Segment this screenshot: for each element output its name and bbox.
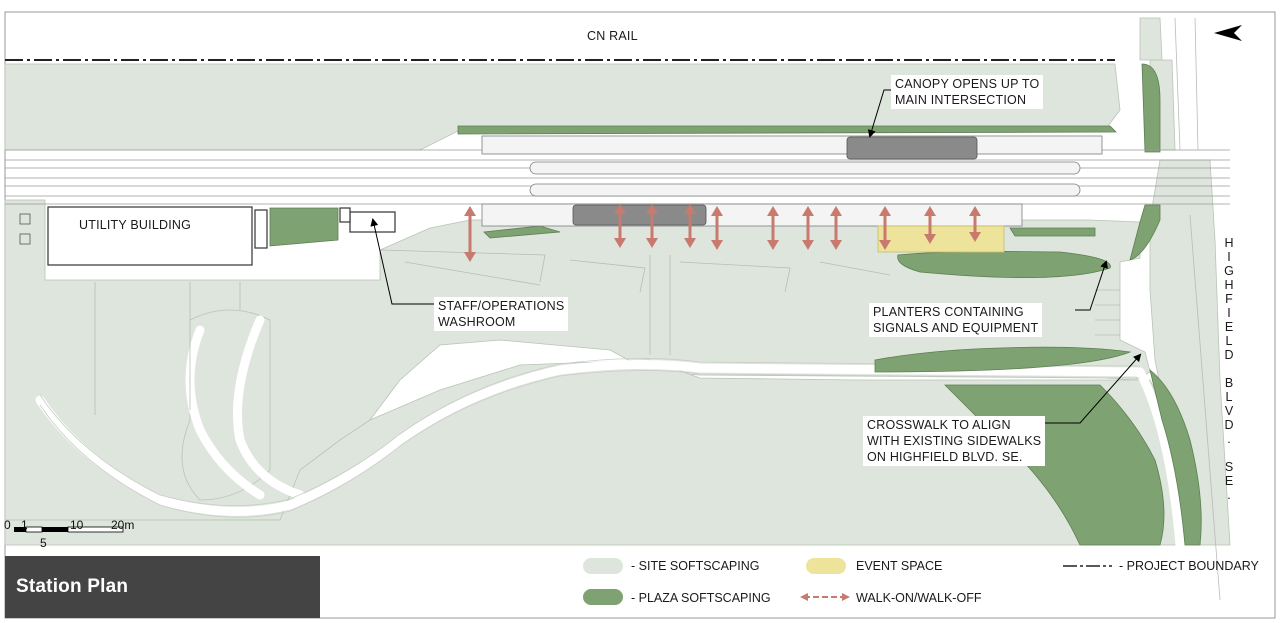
- highfield-char: L: [1225, 390, 1233, 404]
- path-edges: [39, 358, 1141, 518]
- walk-arrow: [684, 204, 696, 248]
- walking-paths: [35, 315, 1185, 550]
- highfield-char: [1222, 362, 1236, 376]
- plaza-softscaping-areas: [269, 63, 1202, 546]
- event-space-swatch: [806, 558, 846, 574]
- highfield-char: I: [1227, 250, 1231, 264]
- highfield-char: L: [1225, 334, 1233, 348]
- plaza-softscaping-swatch: [583, 589, 623, 605]
- highfield-char: D: [1224, 348, 1234, 362]
- site-softscaping-swatch: [583, 558, 623, 574]
- walk-arrow: [924, 206, 936, 244]
- walk-arrow: [711, 206, 723, 250]
- site-softscaping-areas: [4, 17, 1231, 546]
- event-space-area: [877, 225, 1005, 253]
- legend-walk-on-off: WALK-ON/WALK-OFF: [856, 591, 982, 605]
- crosswalk-label-line1: CROSSWALK TO ALIGN: [867, 418, 1011, 432]
- walk-arrow: [802, 206, 814, 250]
- highfield-char: S: [1224, 460, 1234, 474]
- legend-site-softscaping: - SITE SOFTSCAPING: [631, 559, 760, 573]
- staff-label-line1: STAFF/OPERATIONS: [438, 299, 565, 313]
- highfield-char: H: [1224, 278, 1234, 292]
- walk-arrow: [969, 206, 981, 242]
- scale-bar: [14, 526, 124, 533]
- highfield-char: I: [1227, 306, 1231, 320]
- scale-tick-0: 0: [4, 518, 11, 532]
- title-bar: Station Plan: [5, 556, 320, 618]
- highfield-char: G: [1224, 264, 1234, 278]
- legend-swatches: [583, 558, 1112, 605]
- walk-arrow: [767, 206, 779, 250]
- crosswalk-label-line2: WITH EXISTING SIDEWALKS: [867, 434, 1042, 448]
- canopy-label-line2: MAIN INTERSECTION: [895, 93, 1027, 107]
- legend-plaza-softscaping: - PLAZA SOFTSCAPING: [631, 591, 771, 605]
- highfield-char: D: [1224, 418, 1234, 432]
- walk-arrow: [464, 206, 476, 262]
- crosswalk-label-line3: ON HIGHFIELD BLVD. SE.: [867, 450, 1023, 464]
- scale-tick-1: 1: [21, 518, 28, 532]
- cn-rail-label: CN RAIL: [587, 29, 638, 43]
- highfield-char: .: [1227, 488, 1231, 502]
- canopy-label-line1: CANOPY OPENS UP TO: [895, 77, 1040, 91]
- planters-label: PLANTERS CONTAINING SIGNALS AND EQUIPMEN…: [869, 303, 1043, 337]
- north-arrow-icon: [1214, 25, 1242, 41]
- staff-label-line2: WASHROOM: [438, 315, 516, 329]
- canopy-areas: [572, 136, 978, 226]
- highfield-char: F: [1225, 292, 1233, 306]
- scale-tick-20: 20m: [111, 518, 135, 532]
- walk-arrow: [879, 206, 891, 250]
- highfield-char: B: [1224, 376, 1234, 390]
- canopy-label: CANOPY OPENS UP TO MAIN INTERSECTION: [891, 75, 1044, 109]
- scale-tick-10: 10: [70, 518, 84, 532]
- highfield-char: .: [1227, 432, 1231, 446]
- highfield-char: V: [1224, 404, 1234, 418]
- highfield-char: E: [1224, 474, 1234, 488]
- highfield-char: H: [1224, 236, 1234, 250]
- page-title: Station Plan: [16, 576, 129, 597]
- walk-on-walk-off-swatch: [800, 593, 850, 601]
- utility-building-label: UTILITY BUILDING: [79, 218, 192, 232]
- walk-arrow: [830, 206, 842, 250]
- utility-building: [47, 206, 396, 266]
- crosswalk-label: CROSSWALK TO ALIGN WITH EXISTING SIDEWAL…: [863, 416, 1046, 466]
- road-markings: [94, 17, 1221, 601]
- highfield-char: [1222, 446, 1236, 460]
- planters-label-line1: PLANTERS CONTAINING: [873, 305, 1024, 319]
- walk-arrow: [646, 204, 658, 248]
- legend-project-boundary: - PROJECT BOUNDARY: [1119, 559, 1259, 573]
- staff-washroom-label: STAFF/OPERATIONS WASHROOM: [434, 297, 569, 331]
- highfield-char: E: [1224, 320, 1234, 334]
- scale-tick-5: 5: [40, 536, 47, 550]
- planters-label-line2: SIGNALS AND EQUIPMENT: [873, 321, 1039, 335]
- walk-arrow: [614, 204, 626, 248]
- legend-event-space: EVENT SPACE: [856, 559, 943, 573]
- walk-on-walk-off-arrows: [464, 204, 981, 262]
